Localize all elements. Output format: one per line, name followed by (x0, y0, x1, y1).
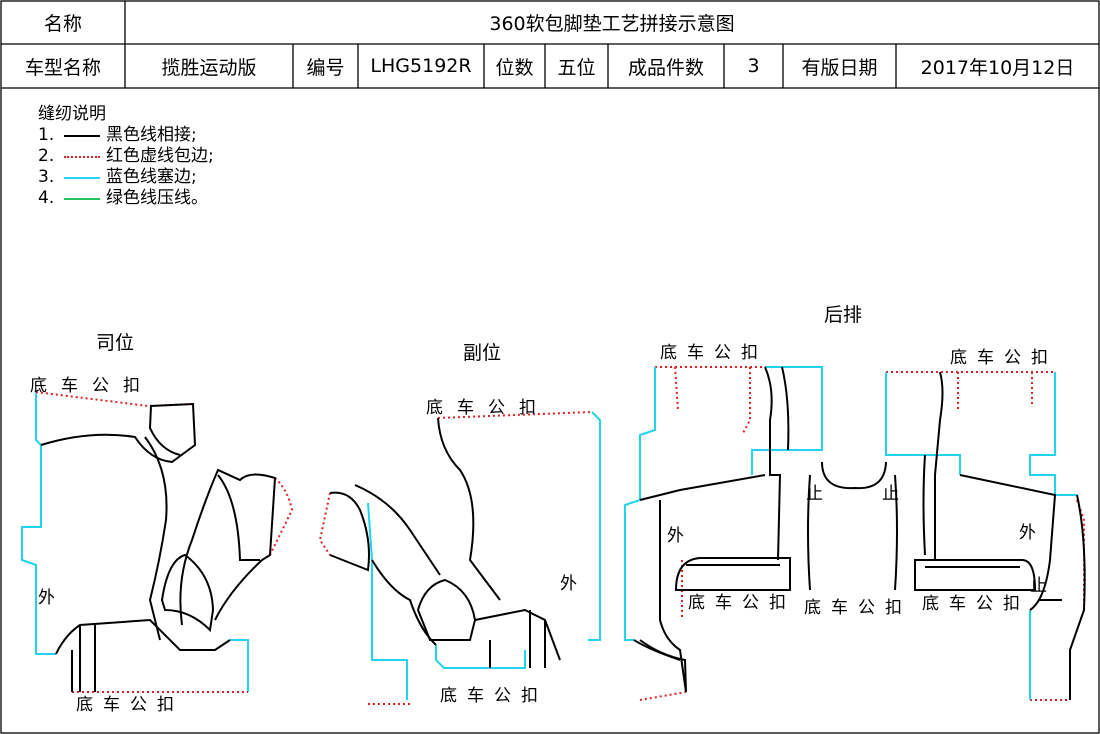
passenger-bottom-strips (489, 610, 546, 668)
pieces-value: 3 (747, 55, 760, 77)
clip-label-passenger-top: 底车公扣 (426, 398, 550, 418)
rear-left-lower (639, 639, 687, 693)
legend-item-red: 2. 红色虚线包边; (38, 146, 214, 167)
legend-num: 3. (38, 167, 55, 187)
code-value: LHG5192R (370, 55, 472, 77)
outside-label-rear-right: 外 (1019, 523, 1036, 543)
legend-num: 2. (38, 146, 55, 166)
name-label: 名称 (43, 13, 82, 35)
driver-inner-right (217, 474, 260, 561)
model-label: 车型名称 (24, 56, 101, 79)
legend-item-black: 1. 黑色线相接; (38, 125, 214, 146)
passenger-cyan-right (588, 411, 601, 641)
rear-far-right (1038, 494, 1086, 700)
outside-label-driver: 外 (38, 588, 55, 608)
page-title: 360软包脚垫工艺拼接示意图 (489, 13, 735, 35)
passenger-lower-shape (371, 559, 561, 661)
legend-text: 黑色线相接; (106, 125, 197, 145)
passenger-left-panel (329, 491, 370, 572)
model-value: 揽胜运动版 (161, 56, 257, 79)
passenger-center-line (437, 417, 501, 601)
legend-text: 蓝色线塞边; (106, 167, 197, 187)
code-label: 编号 (306, 56, 345, 79)
clip-label-rear-bottom-right: 底车公扣 (922, 594, 1030, 614)
section-title-passenger: 副位 (463, 342, 502, 364)
rear-left-bottom-piece (674, 557, 791, 591)
rear-center-top (821, 461, 887, 490)
pieces-label: 成品件数 (627, 56, 704, 79)
clip-label-passenger-bottom: 底车公扣 (440, 686, 548, 706)
driver-upper-shape (40, 402, 197, 464)
clip-label-rear-bottom-center: 底车公扣 (804, 598, 912, 618)
clip-label-rear-top-left: 底车公扣 (660, 343, 768, 363)
date-value: 2017年10月12日 (920, 56, 1075, 79)
rear-cyan-left (624, 367, 656, 641)
black-line-swatch (64, 134, 100, 137)
green-line-swatch (64, 197, 100, 200)
driver-center-strip (144, 436, 168, 641)
rear-red-top-left (655, 366, 765, 436)
passenger-cyan-bottom (435, 645, 526, 669)
driver-bottom-piece (55, 618, 231, 655)
legend-title: 缝纫说明 (38, 104, 106, 124)
rear-left-body (633, 474, 766, 693)
rear-center-vertical (807, 474, 898, 591)
clip-label-rear-bottom-left: 底车公扣 (688, 593, 796, 613)
section-title-rear: 后排 (824, 304, 863, 326)
passenger-mat (318, 411, 601, 705)
sewing-legend: 缝纫说明 1. 黑色线相接; 2. 红色虚线包边; 3. 蓝色线塞边; 4. 绿… (38, 104, 214, 209)
seats-value: 五位 (557, 56, 596, 79)
clip-label-driver-bottom: 底车公扣 (76, 695, 184, 715)
stop-label-far-right: 止 (1030, 576, 1047, 596)
passenger-cyan-left (367, 502, 408, 700)
rear-cyan-center (751, 366, 961, 475)
legend-text: 红色虚线包边; (106, 146, 214, 166)
legend-item-green: 4. 绿色线压线。 (38, 188, 214, 209)
cyan-line-swatch (64, 176, 100, 179)
rear-red-top-right (886, 371, 1055, 410)
passenger-red-top (437, 411, 593, 419)
legend-num: 1. (38, 125, 55, 145)
outside-label-passenger: 外 (560, 574, 577, 594)
legend-item-cyan: 3. 蓝色线塞边; (38, 167, 214, 188)
section-title-driver: 司位 (96, 332, 135, 354)
driver-oval-piece (160, 553, 215, 633)
clip-label-driver-top: 底车公扣 (30, 376, 154, 396)
date-label: 有版日期 (801, 56, 878, 79)
driver-red-right (269, 477, 294, 556)
rear-right-body (959, 474, 1057, 611)
stop-label-left: 止 (806, 484, 823, 504)
outside-label-rear-left: 外 (667, 526, 684, 546)
driver-mat (21, 391, 294, 693)
clip-label-rear-top-right: 底车公扣 (950, 348, 1058, 368)
driver-right-panel (179, 468, 277, 626)
legend-text: 绿色线压线。 (106, 188, 208, 208)
driver-cyan-bottom (230, 639, 249, 692)
passenger-oval-piece (416, 578, 477, 641)
rear-right-bottom-piece (914, 559, 1037, 591)
red-dotted-line-swatch (64, 155, 100, 158)
rear-right-strip (922, 371, 944, 560)
stop-label-right: 止 (882, 484, 899, 504)
seats-label: 位数 (495, 56, 534, 79)
driver-cyan-edge (21, 392, 56, 655)
legend-num: 4. (38, 188, 55, 208)
passenger-red-left (318, 492, 331, 556)
rear-left-strip (764, 366, 790, 561)
driver-bottom-strip (71, 625, 96, 692)
rear-mat (624, 366, 1086, 701)
passenger-swoop (354, 484, 441, 576)
